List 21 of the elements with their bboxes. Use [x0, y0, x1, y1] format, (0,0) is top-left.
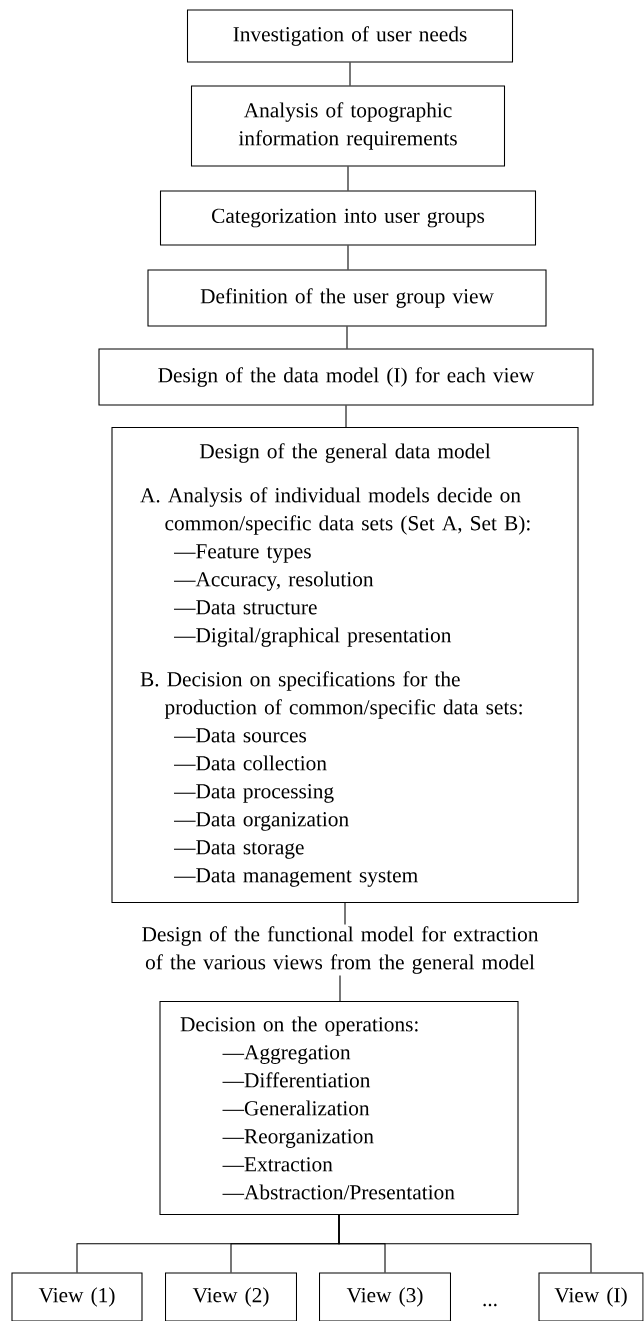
process-box: Decision on the operations: —Aggregation —Differentiation —Generalization —Reorganization —Extraction —Abstraction/Presentation: [159, 1000, 519, 1216]
process-box: View (2): [164, 1272, 298, 1321]
connector-line: [346, 326, 348, 349]
process-box: Definition of the user group view: [147, 269, 547, 327]
process-box: View (1): [11, 1272, 143, 1321]
process-box: Categorization into user groups: [159, 190, 537, 246]
ellipsis-text: ...: [483, 1303, 497, 1307]
connector-line: [347, 245, 349, 270]
process-box: Investigation of user needs: [186, 9, 514, 63]
process-box: Analysis of topographic information requirements: [190, 85, 506, 167]
process-box: View (I): [538, 1272, 644, 1321]
connector-line: [339, 974, 341, 1002]
connector-line: [345, 405, 347, 428]
connector-line: [347, 166, 349, 191]
process-box: View (3): [318, 1272, 452, 1321]
process-box: Design of the data model (I) for each view: [98, 348, 594, 406]
connector-line: [344, 902, 346, 926]
connector-line: [338, 1214, 592, 1273]
connector-line: [349, 62, 351, 86]
process-box: Design of the general data model A. Analysis of individual models decide on common/specific data sets (Set A, Set B): —Feature types —Accuracy, resolution —Data structure —Digital/graphical presentation B. Decision on specifications for the production of common/specific data sets: —Data sources —Data collection —Data processing —Data organization —Data storage —Data management system: [111, 426, 579, 904]
step-text: Design of the functional model for extraction of the various views from the general model: [142, 926, 539, 974]
